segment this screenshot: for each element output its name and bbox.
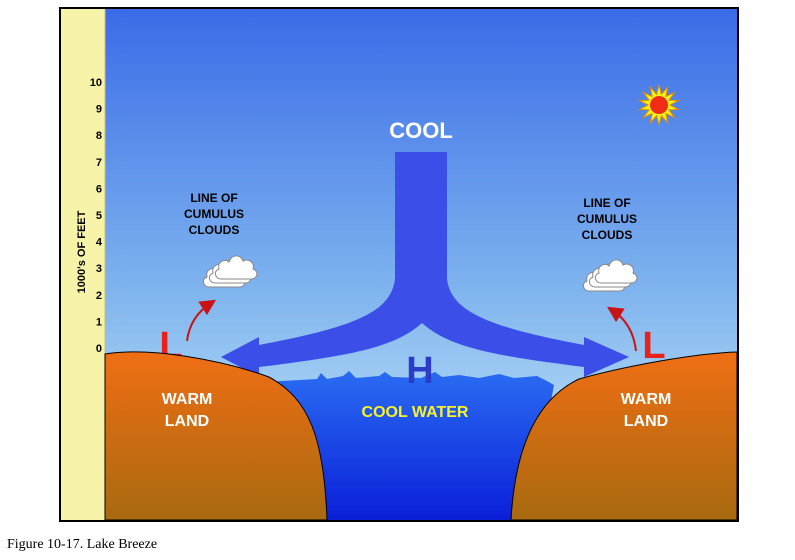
cool-air-label: COOL bbox=[389, 118, 453, 143]
altitude-tick-2: 2 bbox=[96, 290, 102, 302]
altitude-axis-label: 1000's OF FEET bbox=[76, 210, 88, 293]
warm-land-left bbox=[104, 351, 328, 521]
lake-breeze-diagram: 1000's OF FEET 0 1 2 3 4 5 6 7 8 9 10 COOL LINE OF… bbox=[59, 7, 739, 522]
altitude-tick-6: 6 bbox=[96, 183, 102, 195]
altitude-tick-0: 0 bbox=[96, 343, 102, 355]
warm-land-right bbox=[510, 351, 738, 521]
clouds-left-line2: CUMULUS bbox=[184, 207, 244, 221]
warm-land-right-line2: LAND bbox=[624, 413, 668, 430]
airflow-arrows bbox=[221, 152, 629, 377]
altitude-ticks: 0 1 2 3 4 5 6 7 8 9 10 bbox=[90, 77, 103, 355]
altitude-tick-7: 7 bbox=[96, 157, 102, 169]
altitude-tick-4: 4 bbox=[96, 237, 103, 249]
altitude-tick-9: 9 bbox=[96, 104, 102, 116]
altitude-tick-1: 1 bbox=[96, 316, 102, 328]
warm-land-right-line1: WARM bbox=[621, 391, 672, 408]
clouds-right-line3: CLOUDS bbox=[582, 228, 633, 242]
high-pressure-label: H bbox=[406, 350, 433, 392]
cloud-icon-left bbox=[202, 255, 258, 288]
cloud-icon-right bbox=[582, 259, 638, 292]
rising-air-arrow-right bbox=[606, 306, 637, 352]
clouds-left-line1: LINE OF bbox=[190, 191, 237, 205]
altitude-tick-8: 8 bbox=[96, 130, 102, 142]
rising-air-arrow-left bbox=[186, 299, 217, 342]
figure-caption: Figure 10-17. Lake Breeze bbox=[7, 537, 158, 552]
altitude-axis-panel bbox=[61, 9, 105, 520]
low-pressure-right: L bbox=[642, 325, 665, 367]
altitude-tick-3: 3 bbox=[96, 263, 102, 275]
warm-land-left-line2: LAND bbox=[165, 413, 209, 430]
cool-water-label: COOL WATER bbox=[362, 404, 469, 421]
clouds-right-line2: CUMULUS bbox=[577, 212, 637, 226]
clouds-right-line1: LINE OF bbox=[583, 196, 630, 210]
warm-land-left-line1: WARM bbox=[162, 391, 213, 408]
sun-icon bbox=[637, 84, 681, 126]
lake-water bbox=[264, 371, 554, 520]
altitude-tick-5: 5 bbox=[96, 210, 102, 222]
clouds-left-line3: CLOUDS bbox=[189, 223, 240, 237]
altitude-tick-10: 10 bbox=[90, 77, 102, 89]
